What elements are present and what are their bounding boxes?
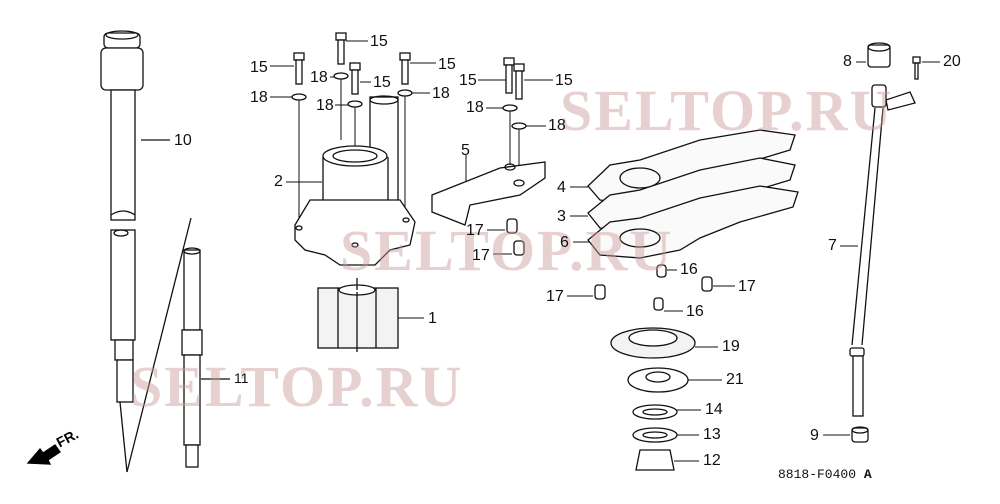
callout-17: 17 — [546, 288, 564, 305]
callout-5: 5 — [461, 142, 470, 159]
callout-14: 14 — [705, 401, 723, 418]
callout-3: 3 — [557, 208, 566, 225]
callout-20: 20 — [943, 53, 961, 70]
bearing-stack — [610, 327, 696, 471]
callout-18: 18 — [548, 117, 566, 134]
part-1-impeller — [317, 278, 399, 352]
callout-7: 7 — [828, 237, 837, 254]
callout-15: 15 — [370, 33, 388, 50]
water-tube-assembly — [849, 42, 921, 443]
gaskets — [587, 129, 799, 259]
callout-17: 17 — [472, 247, 490, 264]
callout-9: 9 — [810, 427, 819, 444]
callout-16: 16 — [680, 261, 698, 278]
callout-18: 18 — [466, 99, 484, 116]
callout-15: 15 — [250, 59, 268, 76]
callout-1: 1 — [428, 310, 437, 327]
dowel-pins — [506, 218, 713, 311]
diagram-code: 8818-F0400 A — [778, 467, 872, 482]
callout-10: 10 — [174, 132, 192, 149]
callout-12: 12 — [703, 452, 721, 469]
callout-15: 15 — [438, 56, 456, 73]
callout-21: 21 — [726, 371, 744, 388]
part-5-plate — [431, 161, 546, 226]
callout-19: 19 — [722, 338, 740, 355]
callout-15: 15 — [373, 74, 391, 91]
callout-17: 17 — [738, 278, 756, 295]
watermark-middle: SELTOP.RU — [340, 218, 674, 283]
callout-8: 8 — [843, 53, 852, 70]
callout-13: 13 — [703, 426, 721, 443]
callout-18: 18 — [310, 69, 328, 86]
watermark-top: SELTOP.RU — [560, 78, 894, 143]
diagram-code-suffix: A — [863, 467, 872, 482]
part-11-drive-shaft — [181, 247, 203, 468]
part-2-pump-housing — [294, 95, 416, 266]
callout-15: 15 — [555, 72, 573, 89]
callout-4: 4 — [557, 179, 566, 196]
callout-11: 11 — [234, 370, 249, 386]
watermark-bottom: SELTOP.RU — [130, 354, 464, 419]
callout-2: 2 — [274, 173, 283, 190]
callout-16: 16 — [686, 303, 704, 320]
callout-18: 18 — [316, 97, 334, 114]
callout-18: 18 — [250, 89, 268, 106]
front-direction-arrow-icon — [26, 444, 61, 465]
callout-15: 15 — [459, 72, 477, 89]
callout-18: 18 — [432, 85, 450, 102]
callout-6: 6 — [560, 234, 569, 251]
part-10-shaft-tube — [100, 30, 144, 403]
diagram-code-number: 8818-F0400 — [778, 467, 857, 482]
callout-17: 17 — [466, 222, 484, 239]
